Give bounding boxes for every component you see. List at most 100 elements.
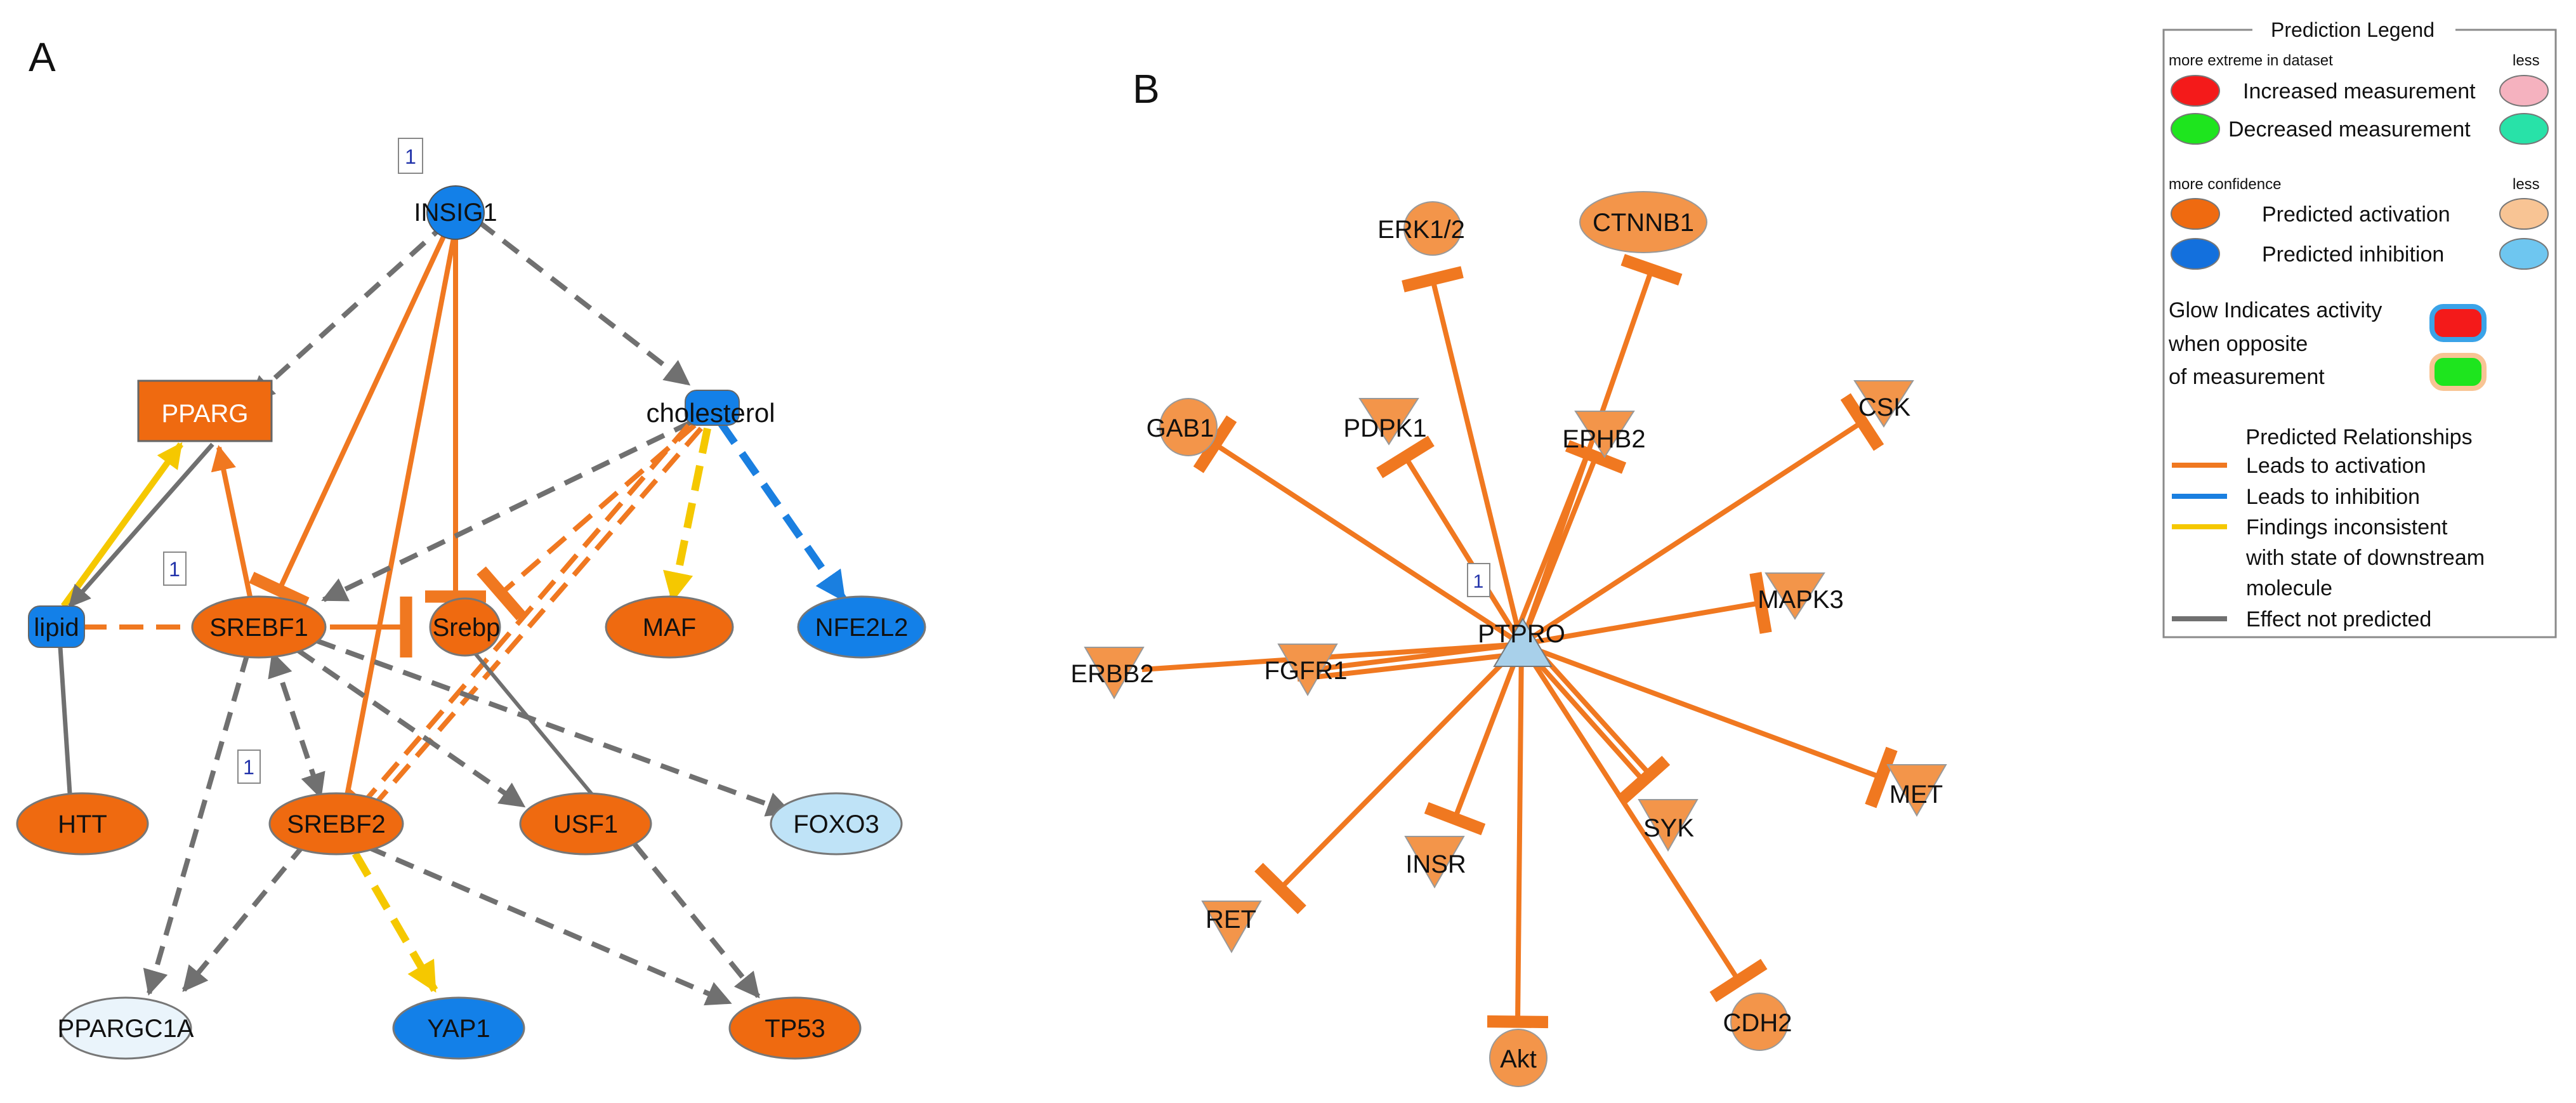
node-ret[interactable]: RET <box>1201 901 1262 954</box>
panel-b-nodes: B 1 PTPRO ERK1/2 CTNNB1 GAB1 PDPK1 EPH <box>1070 66 1947 1087</box>
edge-ptpro-akt <box>1487 644 1549 1029</box>
inhibition-light-swatch <box>2499 238 2549 270</box>
node-nfe2l2-label: NFE2L2 <box>815 614 909 642</box>
badge-insig1: 1 <box>398 138 423 174</box>
node-pparg[interactable]: PPARG <box>137 380 273 442</box>
edge-cholesterol-maf <box>663 427 711 603</box>
node-ptpro[interactable]: PTPRO <box>1478 618 1565 667</box>
edge-ptpro-fgfr1 <box>1297 642 1522 674</box>
edge-ptpro-csk <box>1520 393 1884 647</box>
node-csk[interactable]: CSK <box>1853 380 1914 428</box>
legend-extreme-label: more extreme in dataset <box>2169 52 2333 69</box>
node-erbb2-label: ERBB2 <box>1070 660 1153 688</box>
edge-ptpro-met <box>1520 642 1898 809</box>
legend-glow-line1: Glow Indicates activity <box>2169 298 2382 322</box>
svg-text:1: 1 <box>243 756 254 779</box>
edge-srebf2-tp53 <box>367 845 732 1006</box>
legend-rel-inconsistent-1: Findings inconsistent <box>2246 515 2448 539</box>
node-gab1[interactable]: GAB1 <box>1147 398 1218 456</box>
legend-glow-line2: when opposite <box>2168 332 2308 356</box>
node-srebf1[interactable]: SREBF1 <box>191 595 327 659</box>
node-erbb2[interactable]: ERBB2 <box>1070 647 1154 700</box>
node-cholesterol-label: cholesterol <box>646 398 775 428</box>
node-srebf1-label: SREBF1 <box>209 614 308 642</box>
edge-ptpro-fgfr1-b <box>1297 651 1522 682</box>
svg-text:1: 1 <box>169 558 180 581</box>
node-syk[interactable]: SYK <box>1638 799 1699 852</box>
node-erk12[interactable]: ERK1/2 <box>1377 201 1465 256</box>
node-htt-label: HTT <box>58 810 107 838</box>
edge-usf1-tp53 <box>632 842 761 999</box>
node-foxo3-label: FOXO3 <box>793 810 879 838</box>
legend-inhibition: Predicted inhibition <box>2262 242 2444 267</box>
edge-srebf1-pparg <box>211 445 253 600</box>
node-pdpk1-label: PDPK1 <box>1343 414 1426 442</box>
legend-frame <box>2162 29 2557 638</box>
legend-rel-inconsistent-2: with state of downstream <box>2245 546 2485 570</box>
node-met[interactable]: MET <box>1886 764 1947 817</box>
edge-pparg-lipid <box>68 442 214 608</box>
legend-decreased: Decreased measurement <box>2228 117 2471 142</box>
node-ephb2-label: EPHB2 <box>1562 425 1645 453</box>
edge-insig1-pparg <box>249 220 449 402</box>
legend-rel-inhibition: Leads to inhibition <box>2246 485 2420 509</box>
edge-srebf1-ppargc1a <box>143 652 250 996</box>
edge-lipid-htt <box>58 647 72 794</box>
node-maf[interactable]: MAF <box>605 595 734 659</box>
node-csk-label: CSK <box>1858 393 1911 421</box>
legend-rel-not-predicted: Effect not predicted <box>2246 607 2431 631</box>
legend-rel-inconsistent-3: molecule <box>2246 576 2332 600</box>
node-srebp[interactable]: Srebp <box>429 597 501 657</box>
increased-light-swatch <box>2499 75 2549 107</box>
node-fgfr1[interactable]: FGFR1 <box>1264 644 1348 697</box>
node-erk12-label: ERK1/2 <box>1377 216 1465 244</box>
legend-less-label-1: less <box>2513 52 2540 69</box>
activation-light-swatch <box>2499 198 2549 230</box>
node-yap1-label: YAP1 <box>427 1015 490 1043</box>
node-nfe2l2[interactable]: NFE2L2 <box>797 595 926 659</box>
edge-ptpro-ephb2-b <box>1511 456 1589 642</box>
node-cdh2-label: CDH2 <box>1723 1009 1792 1037</box>
node-insig1[interactable]: INSIG1 <box>414 185 497 240</box>
node-ctnnb1-label: CTNNB1 <box>1593 209 1694 237</box>
panel-a-edges <box>58 220 847 1006</box>
edge-cholesterol-srebf2-b <box>353 423 691 814</box>
node-ppargc1a[interactable]: PPARGC1A <box>58 996 194 1060</box>
node-htt[interactable]: HTT <box>16 792 149 855</box>
node-cholesterol[interactable]: cholesterol <box>646 390 775 428</box>
node-srebf2[interactable]: SREBF2 <box>268 792 404 855</box>
edge-ptpro-erk12 <box>1402 266 1524 645</box>
edge-cholesterol-srebf2 <box>341 426 704 837</box>
edge-ptpro-ephb2 <box>1519 440 1627 645</box>
node-ctnnb1[interactable]: CTNNB1 <box>1579 191 1707 253</box>
edge-cholesterol-srebf1 <box>321 419 693 602</box>
node-insig1-label: INSIG1 <box>414 199 497 227</box>
node-ret-label: RET <box>1206 906 1256 934</box>
node-ptpro-label: PTPRO <box>1478 620 1565 648</box>
legend-activation: Predicted activation <box>2262 202 2450 227</box>
edge-ptpro-cdh2 <box>1519 642 1768 1003</box>
node-yap1[interactable]: YAP1 <box>392 996 525 1060</box>
node-mapk3[interactable]: MAPK3 <box>1758 572 1844 620</box>
node-pdpk1[interactable]: PDPK1 <box>1343 398 1427 446</box>
node-insr[interactable]: INSR <box>1404 836 1466 889</box>
node-lipid[interactable]: lipid <box>28 605 85 648</box>
edge-ptpro-mapk3 <box>1521 572 1772 647</box>
node-pparg-label: PPARG <box>161 400 248 428</box>
node-akt[interactable]: Akt <box>1489 1029 1548 1087</box>
node-tp53[interactable]: TP53 <box>728 996 862 1060</box>
edge-srebf1-srebf2 <box>268 651 325 799</box>
edge-insig1-cholesterol <box>477 220 691 386</box>
node-ephb2[interactable]: EPHB2 <box>1562 411 1646 458</box>
node-cdh2[interactable]: CDH2 <box>1723 993 1792 1051</box>
edge-ptpro-ret <box>1254 642 1523 915</box>
node-usf1[interactable]: USF1 <box>519 792 652 855</box>
edge-insig1-srebf2 <box>312 237 456 831</box>
edge-srebf2-yap1 <box>352 851 438 993</box>
panel-b-edges <box>1141 254 1898 1029</box>
node-usf1-label: USF1 <box>553 810 618 838</box>
node-foxo3[interactable]: FOXO3 <box>770 792 903 855</box>
badge-ptpro: 1 <box>1467 563 1490 597</box>
inhibition-strong-swatch <box>2171 238 2220 270</box>
